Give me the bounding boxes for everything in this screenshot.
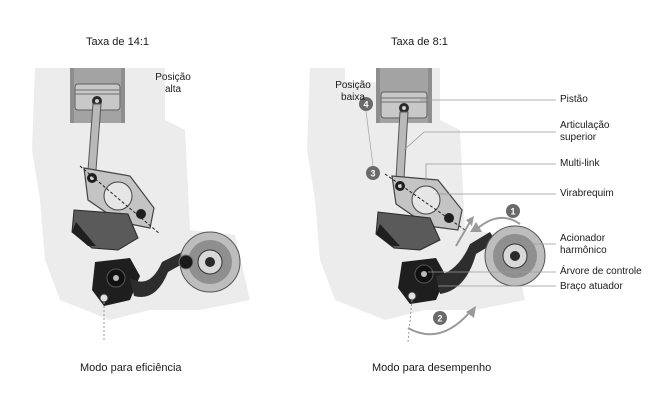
left-actuator: [92, 252, 186, 342]
left-harmonic-drive: [178, 231, 241, 293]
right-caption: Modo para desempenho: [372, 362, 492, 374]
right-title: Taxa de 8:1: [391, 36, 448, 48]
left-mechanism: [32, 68, 250, 342]
marker-1: 1: [506, 204, 520, 218]
marker-2: 2: [433, 311, 447, 325]
left-caption: Modo para eficiência: [80, 362, 182, 374]
svg-text:3: 3: [370, 169, 375, 179]
label-position-high: Posição alta: [155, 72, 191, 95]
left-title: Taxa de 14:1: [86, 36, 149, 48]
label-crankshaft: Virabrequim: [560, 188, 614, 199]
rotation-arrow-1: [477, 217, 521, 229]
rotation-arrow-2: [407, 311, 471, 336]
svg-text:4: 4: [363, 100, 368, 110]
label-multi-link: Multi-link: [560, 158, 600, 169]
right-harmonic-drive: [484, 225, 546, 287]
marker-3: 3: [366, 166, 380, 180]
svg-text:2: 2: [437, 314, 442, 324]
label-harmonic-drive: Acionador harmônico: [560, 233, 607, 256]
svg-text:1: 1: [510, 207, 515, 217]
label-actuator-arm: Braço atuador: [560, 281, 623, 292]
right-mechanism: 1 2 3 4: [307, 68, 556, 343]
marker-4: 4: [359, 97, 373, 111]
label-piston: Pistão: [560, 94, 588, 105]
link-arrow: [455, 221, 471, 247]
leader-lines: [403, 99, 556, 287]
label-control-shaft: Árvore de controle: [560, 266, 642, 277]
label-position-low: Posição baixa: [335, 80, 371, 103]
label-upper-link: Articulação superior: [560, 120, 610, 143]
right-actuator: [398, 232, 496, 343]
